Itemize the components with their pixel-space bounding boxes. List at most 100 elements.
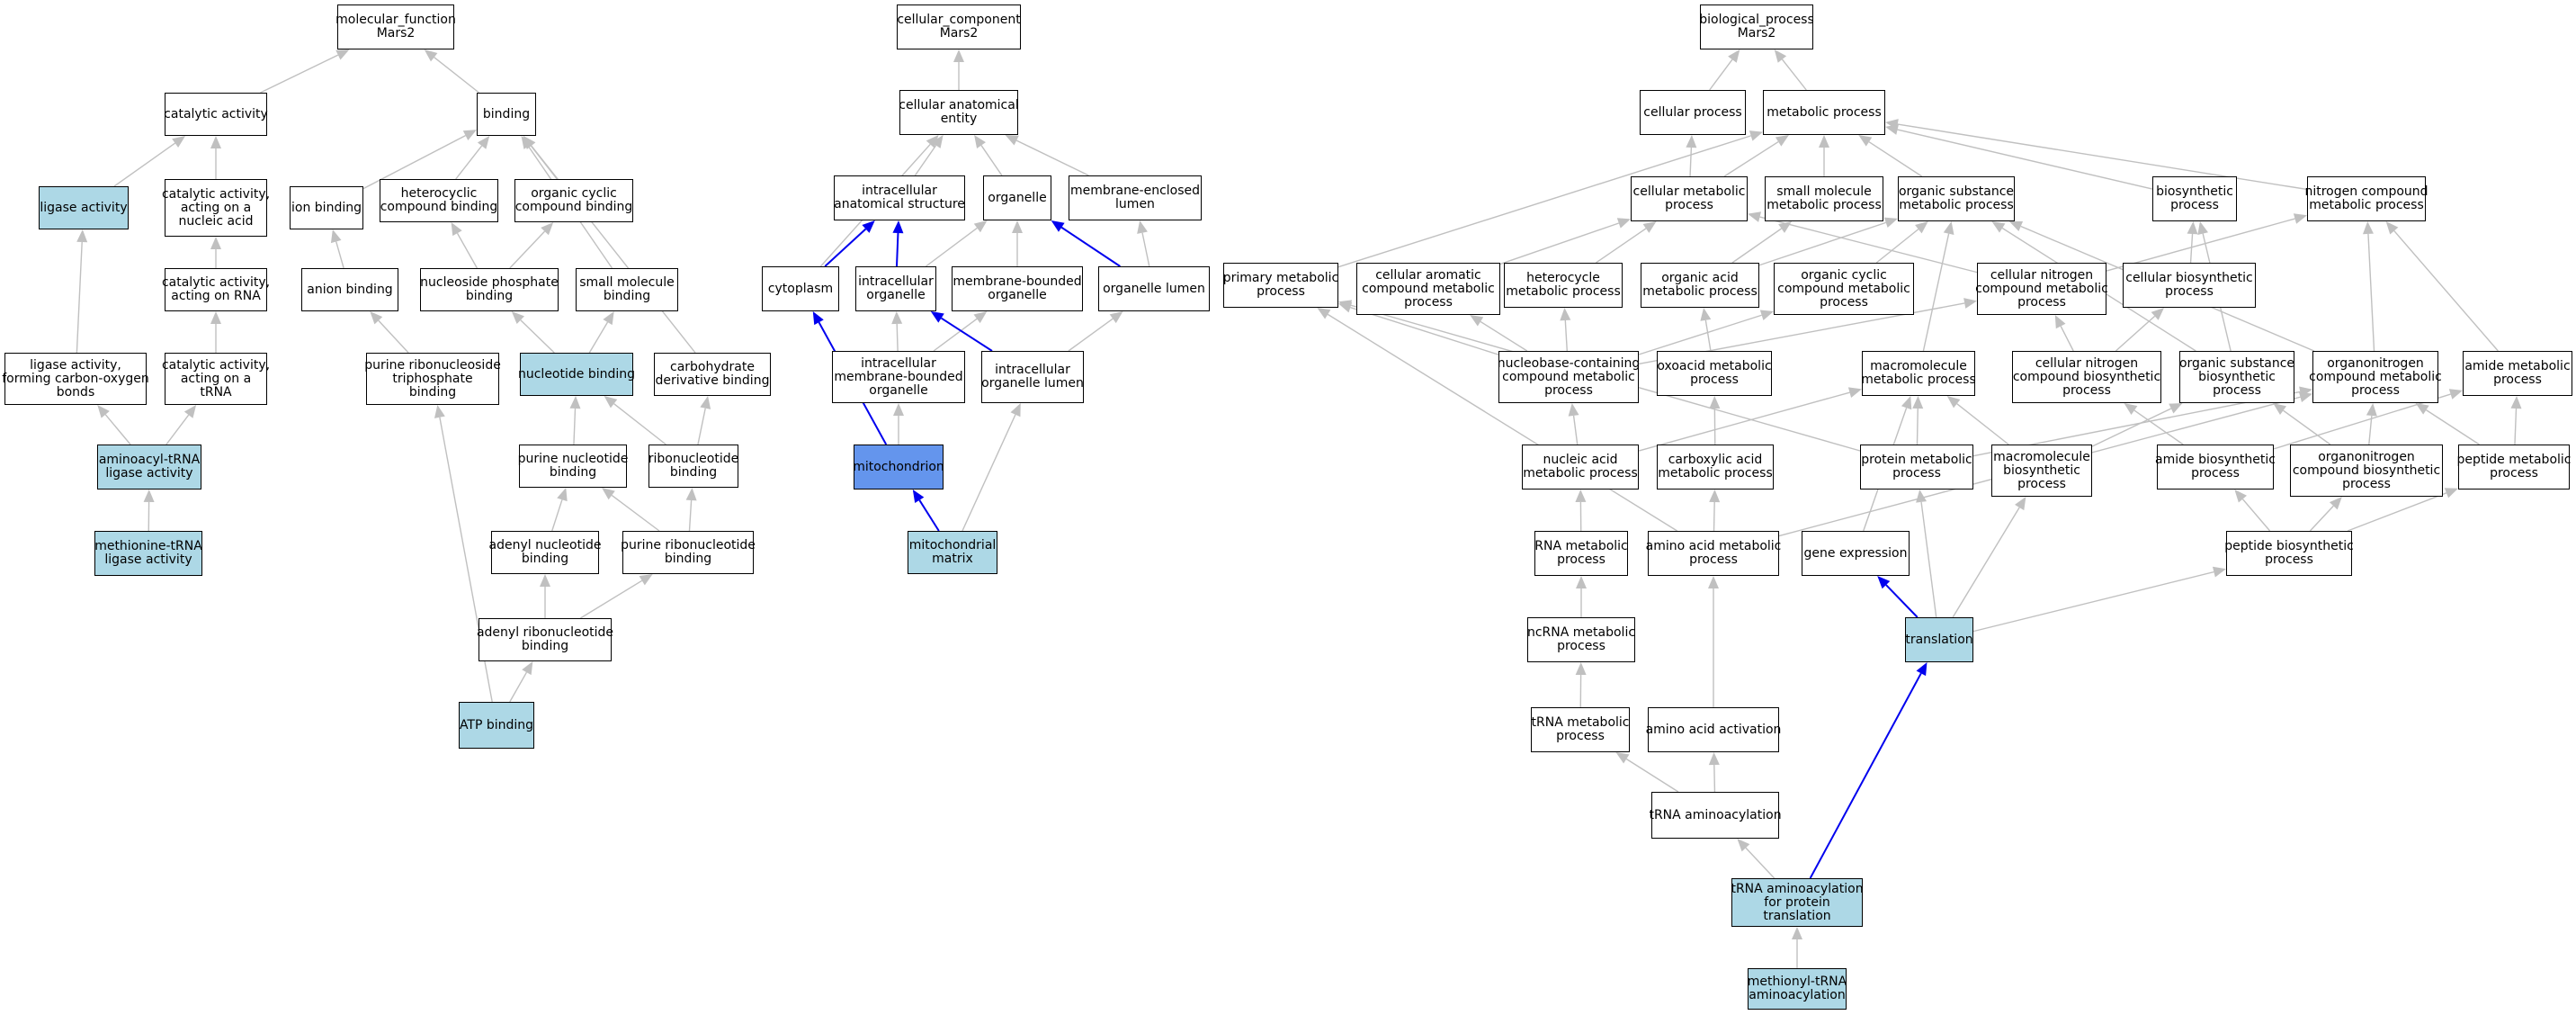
edge-arrowhead-peptide-biosynth-to-amide-biosynth — [2234, 490, 2248, 503]
edge-arrowhead-nitrogen-cmpd-metabolic-to-metabolic-process — [1885, 119, 1899, 130]
node-adenyl-ribont-binding: adenyl ribonucleotide binding — [477, 618, 613, 661]
node-metabolic-process: metabolic process — [1763, 90, 1885, 135]
node-gene-expression: gene expression — [1802, 531, 1910, 576]
edge-arrowhead-organelle-to-cell-anat-entity — [974, 135, 986, 148]
edge-arrowhead-amide-metabolic-to-nitrogen-cmpd-metabolic — [2385, 221, 2399, 235]
node-met-trna-ligase: methionine-tRNA ligase activity — [94, 531, 202, 576]
edge-arrowhead-intra-mem-bounded-organelle-to-mem-bounded-organelle — [973, 311, 988, 324]
edge-arrowhead-trna-aminoacyl-protein-to-translation — [1916, 662, 1928, 677]
edge-arrowhead-carboxylic-metabolic-to-oxoacid-metabolic — [1709, 396, 1721, 409]
edge-arrowhead-ncrna-metabolic-to-rna-metabolic — [1576, 576, 1587, 588]
node-amino-acid-activation: amino acid activation — [1646, 707, 1781, 752]
node-organic-acid-metabolic: organic acid metabolic process — [1641, 263, 1759, 308]
node-mem-bounded-organelle: membrane-bounded organelle — [952, 266, 1083, 311]
edge-nucleotide-binding-to-small-mol-binding — [588, 321, 609, 354]
edge-arrowhead-organic-acid-metabolic-to-org-sub-metabolic — [1883, 217, 1898, 229]
node-primary-metabolic: primary metabolic process — [1223, 263, 1338, 308]
node-ncrna-metabolic: ncRNA metabolic process — [1527, 617, 1635, 662]
edge-arrowhead-carb-deriv-binding-to-binding — [523, 136, 536, 149]
edge-arrowhead-intra-organelle-lumen-to-organelle-lumen — [1109, 311, 1123, 324]
edge-cell-nitrogen-metabolic-to-cell-metabolic — [1759, 216, 1978, 274]
node-org-cyclic-metabolic: organic cyclic compound metabolic proces… — [1774, 263, 1914, 315]
node-translation: translation — [1905, 617, 1973, 662]
edge-arrowhead-protein-metabolic-to-macromolecule-metabolic — [1912, 396, 1924, 409]
node-cellular-process: cellular process — [1640, 90, 1746, 135]
edge-purine-nt-binding-to-nucleotide-binding — [573, 408, 577, 445]
edge-arrowhead-mitochondrion-to-cytoplasm — [812, 311, 824, 326]
edge-hetero-binding-to-binding — [455, 145, 483, 180]
edge-nucleic-acid-metabolic-to-nucleobase-metabolic — [1572, 415, 1579, 445]
node-amide-metabolic: amide metabolic process — [2463, 351, 2572, 396]
node-mitochondrion: mitochondrion — [853, 445, 944, 490]
node-biosynthetic: biosynthetic process — [2152, 176, 2237, 221]
node-ligase: ligase activity — [39, 186, 129, 229]
edge-organonitrogen-biosynth-to-org-sub-biosynth — [2283, 409, 2331, 445]
edge-arrowhead-cell-biosynthetic-to-biosynthetic — [2187, 221, 2198, 235]
node-organonitrogen-biosynth: organonitrogen compound biosynthetic pro… — [2290, 445, 2443, 497]
node-rna-metabolic: RNA metabolic process — [1534, 531, 1628, 576]
node-organelle: organelle — [983, 175, 1051, 220]
edge-ribont-binding-to-carb-deriv-binding — [697, 408, 706, 445]
edge-atp-binding-to-adenyl-ribont-binding — [509, 671, 528, 703]
edge-arrowhead-nucleobase-metabolic-to-cell-nitrogen-metabolic — [1963, 298, 1977, 309]
node-cell-nitrogen-metabolic: cellular nitrogen compound metabolic pro… — [1975, 263, 2108, 315]
edge-arrowhead-intra-mem-bounded-organelle-to-intra-organelle — [891, 311, 903, 325]
edge-peptide-biosynth-to-organonitrogen-biosynth — [2309, 505, 2334, 532]
edge-organonitrogen-biosynth-to-organonitrogen-metabolic — [2368, 415, 2373, 445]
edge-arrowhead-macromolecule-biosynth-to-org-sub-biosynth — [2169, 403, 2183, 414]
edge-cell-nitrogen-metabolic-to-nitrogen-cmpd-metabolic — [2106, 218, 2295, 272]
edge-arrowhead-anion-binding-to-ion-binding — [330, 229, 342, 244]
edge-arrowhead-small-mol-metabolic-to-metabolic-process — [1819, 135, 1829, 148]
node-ion-binding: ion binding — [290, 186, 363, 229]
edge-arrowhead-metabolic-process-to-bp-root — [1774, 49, 1787, 63]
node-org-sub-metabolic: organic substance metabolic process — [1898, 176, 2015, 221]
edge-arrowhead-nucleobase-metabolic-to-cell-arom-metabolic — [1470, 315, 1484, 327]
node-cat-nucleic: catalytic activity, acting on a nucleic … — [162, 179, 270, 237]
edge-arrowhead-cell-arom-metabolic-to-cell-metabolic — [1616, 218, 1631, 229]
edge-arrowhead-org-sub-biosynth-to-org-sub-metabolic — [1991, 221, 2006, 233]
edge-translation-to-protein-metabolic — [1920, 501, 1937, 618]
node-intra-organelle-lumen: intracellular organelle lumen — [981, 351, 1084, 403]
node-bp-root: biological_process Mars2 — [1699, 4, 1814, 49]
edge-arrowhead-macromolecule-metabolic-to-org-sub-metabolic — [1943, 221, 1954, 235]
edge-arrowhead-amino-acid-metabolic-to-organonitrogen-metabolic — [2298, 391, 2312, 403]
edge-arrowhead-purine-ribont-binding-to-purine-nt-binding — [602, 488, 615, 500]
edge-anion-binding-to-ion-binding — [335, 241, 344, 269]
edge-arrowhead-adenyl-ribont-binding-to-purine-ribont-binding — [639, 574, 653, 586]
node-nucleic-acid-metabolic: nucleic acid metabolic process — [1522, 445, 1639, 490]
edge-ribont-binding-to-nucleotide-binding — [613, 403, 666, 445]
edge-nuc-phos-binding-to-organic-cyclic-binding — [509, 230, 546, 269]
node-methionyl-trna: methionyl-tRNA aminoacylation — [1748, 968, 1847, 1010]
edge-translation-to-gene-expression — [1885, 584, 1919, 618]
node-carboxylic-metabolic: carboxylic acid metabolic process — [1657, 445, 1774, 490]
edge-cell-nitrogen-biosynth-to-cell-biosynthetic — [2115, 315, 2156, 352]
node-anion-binding: anion binding — [301, 268, 398, 311]
node-intra-mem-bounded-organelle: intracellular membrane-bounded organelle — [832, 351, 965, 403]
edge-arrowhead-adenyl-nt-binding-to-purine-nt-binding — [557, 488, 568, 502]
edge-arrowhead-translation-to-protein-metabolic — [1916, 490, 1928, 503]
edge-arrowhead-intra-organelle-to-intra-anat-struct — [892, 220, 904, 234]
node-cytoplasm: cytoplasm — [762, 266, 839, 311]
edge-arrowhead-nucleobase-metabolic-to-org-cyclic-metabolic — [1759, 310, 1774, 320]
edge-primary-metabolic-to-metabolic-process — [1337, 135, 1751, 268]
edge-peptide-biosynth-to-peptide-metabolic — [2347, 492, 2447, 532]
edge-arrowhead-hetero-metabolic-to-cell-metabolic — [1642, 221, 1657, 233]
edge-arrowhead-cell-nitrogen-metabolic-to-nitrogen-cmpd-metabolic — [2293, 213, 2307, 224]
edge-arrowhead-mito-matrix-to-intra-organelle-lumen — [1010, 403, 1021, 418]
edge-org-sub-metabolic-to-metabolic-process — [1868, 141, 1923, 177]
edge-arrowhead-organonitrogen-metabolic-to-org-sub-metabolic — [2008, 220, 2024, 231]
node-ribont-binding: ribonucleotide binding — [648, 445, 738, 488]
edge-amide-biosynth-to-cell-nitrogen-biosynth — [2133, 409, 2184, 445]
edge-amide-biosynth-to-amide-metabolic — [2273, 393, 2451, 450]
node-purine-rntp-binding: purine ribonucleoside triphosphate bindi… — [364, 353, 501, 405]
edge-cytoplasm-to-intra-anat-struct — [824, 228, 867, 267]
node-amino-acid-metabolic: amino acid metabolic process — [1646, 531, 1781, 576]
node-carb-deriv-binding: carbohydrate derivative binding — [654, 353, 771, 396]
edge-arrowhead-hetero-binding-to-binding — [477, 136, 490, 149]
edge-nucleobase-metabolic-to-cell-arom-metabolic — [1480, 320, 1528, 352]
edge-arrowhead-peptide-metabolic-to-organonitrogen-metabolic — [2415, 403, 2429, 415]
edge-intra-mem-bounded-organelle-to-mem-bounded-organelle — [933, 318, 978, 352]
edge-arrowhead-aatrna-ligase-to-ligase-co — [97, 405, 110, 418]
edge-arrowhead-cytoplasm-to-intra-anat-struct — [862, 220, 875, 233]
edge-arrowhead-nuc-phos-binding-to-organic-cyclic-binding — [541, 222, 554, 236]
